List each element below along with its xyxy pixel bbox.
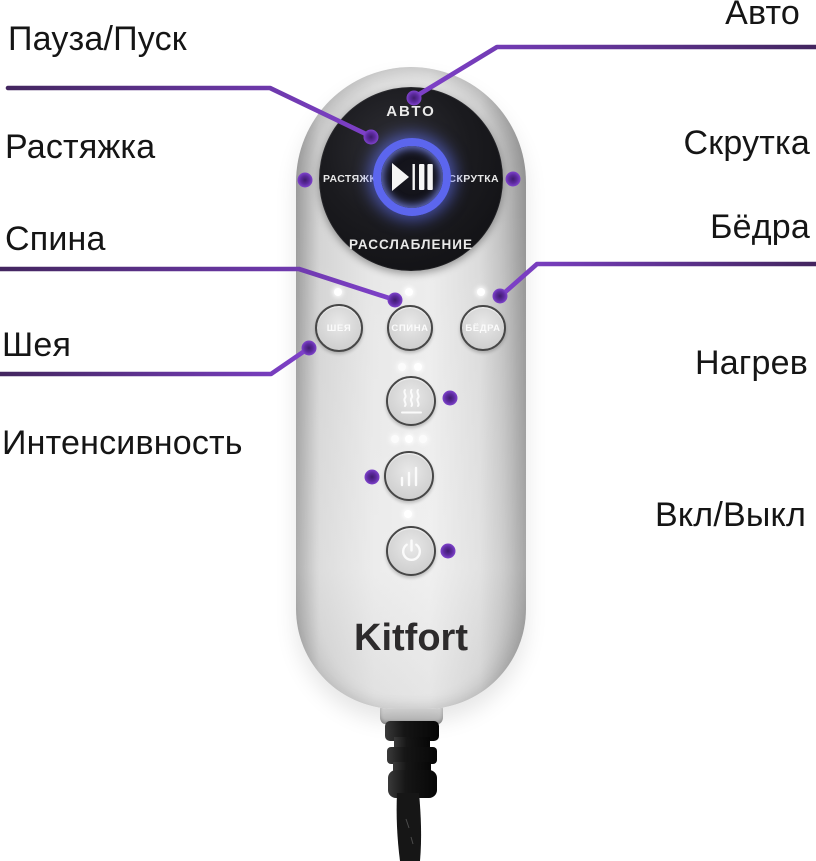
heat-button — [386, 376, 436, 426]
neck-indicator-led — [334, 288, 342, 296]
back-button: СПИНА — [387, 305, 433, 351]
power-indicator-led — [404, 510, 412, 518]
display-mode-auto: АВТО — [386, 103, 436, 120]
heat-level-led — [414, 363, 422, 371]
callout-label-stretch: Растяжка — [5, 128, 156, 166]
power-button — [386, 526, 436, 576]
display-mode-stretch: РАСТЯЖКА — [323, 173, 385, 185]
callout-label-intensity: Интенсивность — [2, 424, 243, 462]
callout-label-twist: Скрутка — [683, 124, 810, 162]
power-icon — [401, 538, 421, 561]
callout-label-auto: Авто — [725, 0, 800, 32]
hips-indicator-led — [477, 288, 485, 296]
callout-label-hips: Бёдра — [710, 208, 810, 246]
heat-icon — [400, 388, 422, 413]
intensity-level-led — [405, 435, 413, 443]
intensity-level-led — [391, 435, 399, 443]
heat-level-led — [398, 363, 406, 371]
neck-button: ШЕЯ — [315, 304, 363, 352]
callout-line-hips — [500, 261, 816, 297]
callout-label-on-off: Вкл/Выкл — [654, 496, 806, 534]
display-mode-relax: РАССЛАБЛЕНИЕ — [349, 237, 473, 252]
power-cable — [396, 793, 422, 861]
callout-label-heat: Нагрев — [695, 344, 808, 382]
brand-logo: Kitfort — [354, 617, 468, 659]
hips-button: БЁДРА — [460, 305, 506, 351]
play-pause-button — [373, 138, 451, 216]
callout-label-neck: Шея — [2, 326, 72, 364]
intensity-level-led — [419, 435, 427, 443]
mode-display-panel: АВТО РАСТЯЖКА СКРУТКА РАССЛАБЛЕНИЕ — [319, 87, 503, 271]
cable-strain-relief — [385, 721, 439, 798]
back-button-label: СПИНА — [391, 322, 429, 334]
display-mode-twist: СКРУТКА — [448, 173, 499, 185]
callout-label-pause-start: Пауза/Пуск — [8, 20, 187, 58]
neck-button-label: ШЕЯ — [326, 322, 352, 334]
hips-button-label: БЁДРА — [465, 322, 501, 334]
intensity-button — [384, 451, 434, 501]
intensity-icon — [400, 466, 418, 487]
callout-label-back: Спина — [5, 220, 106, 258]
remote-control-body: АВТО РАСТЯЖКА СКРУТКА РАССЛАБЛЕНИЕ ШЕЯ С… — [296, 67, 526, 709]
back-indicator-led — [405, 288, 413, 296]
play-pause-icon — [392, 163, 433, 191]
